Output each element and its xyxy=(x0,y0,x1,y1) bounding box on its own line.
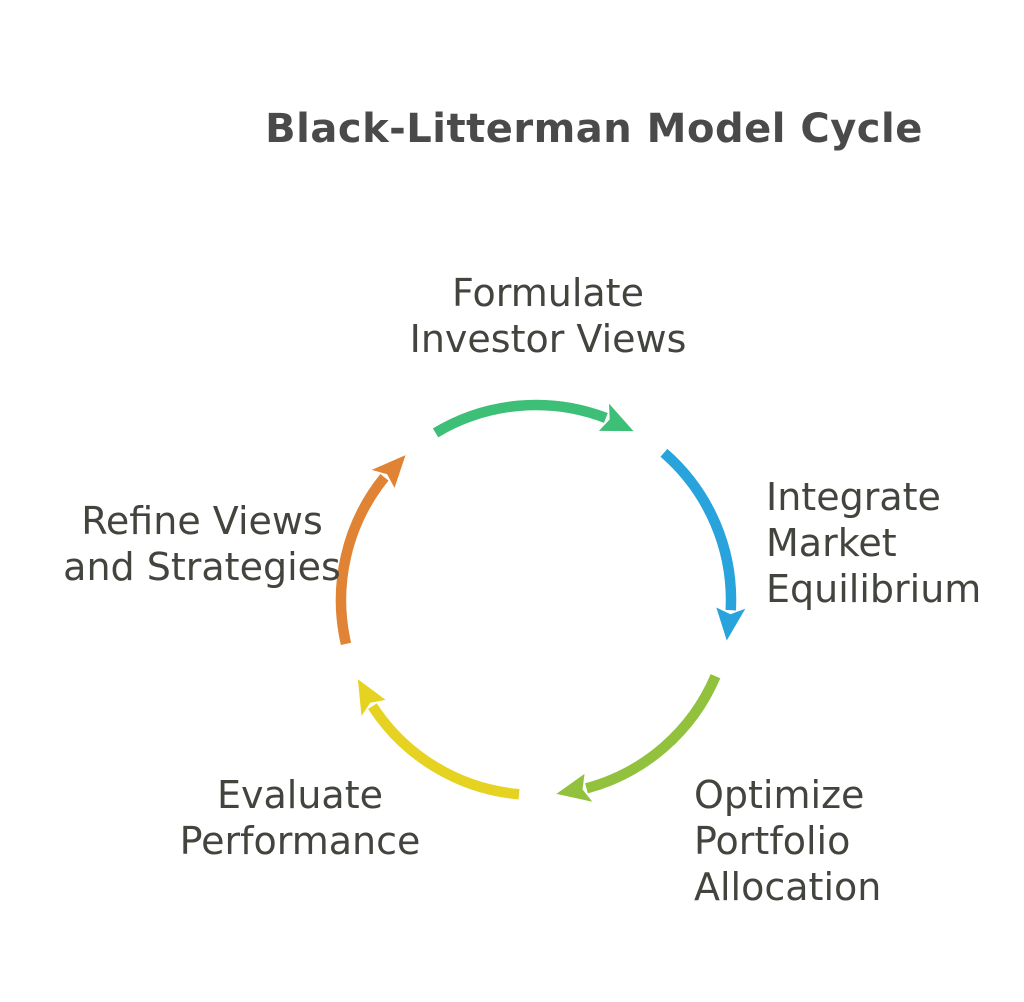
arrow-top-green-shaft xyxy=(432,399,608,438)
arrow-bottom-right-olive-head xyxy=(556,773,593,802)
arrow-left-orange-shaft xyxy=(335,473,389,646)
arrow-bottom-left-yellow-head xyxy=(357,679,386,716)
arrow-right-blue-head xyxy=(716,607,746,641)
arrow-right-blue-shaft xyxy=(660,448,737,611)
step-label-evaluate-performance: Evaluate Performance xyxy=(179,773,421,863)
arrow-left-orange-head xyxy=(371,455,406,488)
step-label-formulate-investor-views: Formulate Investor Views xyxy=(409,271,687,361)
step-label-optimize-portfolio-allocation: Optimize Portfolio Allocation xyxy=(694,773,882,909)
arrow-bottom-left-yellow-shaft xyxy=(368,703,520,800)
step-label-refine-views-and-strategies: Refine Views and Strategies xyxy=(63,499,341,589)
diagram-title: Black-Litterman Model Cycle xyxy=(265,106,923,152)
step-label-integrate-market-equilibrium: Integrate Market Equilibrium xyxy=(766,475,982,611)
arrow-bottom-right-olive-shaft xyxy=(585,674,721,794)
arrow-top-green-head xyxy=(598,403,634,432)
